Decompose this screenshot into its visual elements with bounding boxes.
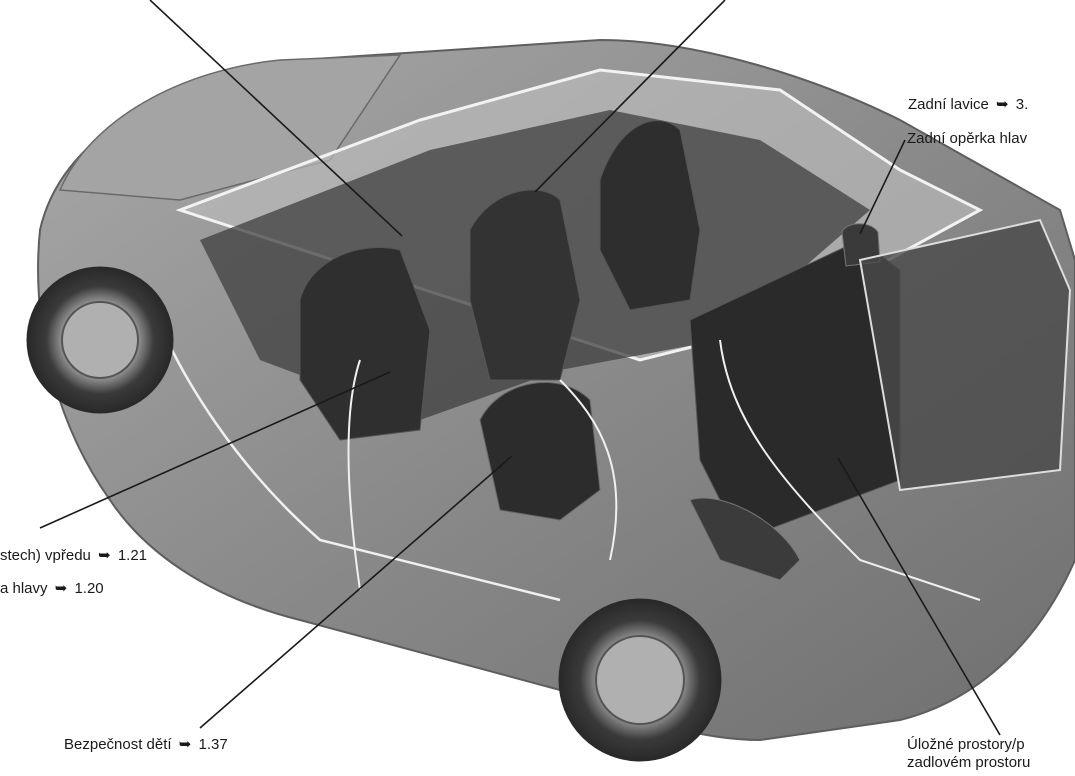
leader-steering xyxy=(149,0,403,237)
arrow-icon: ➥ xyxy=(98,547,111,564)
callout-front-headrest-text: a hlavy xyxy=(0,580,48,597)
callout-front-headrest: a hlavy ➥ 1.20 xyxy=(0,580,104,598)
callout-rear-bench-ref[interactable]: 3. xyxy=(1015,96,1029,113)
rear-bench xyxy=(599,120,701,311)
leader-storage xyxy=(837,457,1001,736)
callout-front-seats: stech) vpředu ➥ 1.21 xyxy=(0,547,147,565)
callout-front-seats-text: stech) vpředu xyxy=(0,547,91,564)
leader-center xyxy=(534,0,726,193)
arrow-icon: ➥ xyxy=(54,580,68,597)
front-seat-right xyxy=(469,189,581,381)
callout-rear-headrest-text: Zadní opěrka hlav xyxy=(907,130,1028,147)
arrow-icon: ➥ xyxy=(178,736,192,753)
leader-rear-headrest xyxy=(859,139,906,235)
callout-rear-headrest: Zadní opěrka hlav xyxy=(907,130,1027,148)
callout-storage-line2: zadlovém prostoru xyxy=(907,754,1031,771)
callout-rear-bench: Zadní lavice ➥ 3. xyxy=(908,96,1028,114)
child-seat xyxy=(479,382,601,521)
callout-front-headrest-ref[interactable]: 1.20 xyxy=(74,580,104,597)
front-seat xyxy=(299,246,431,441)
callout-lines xyxy=(39,0,1001,736)
leader-front-seat xyxy=(39,371,391,529)
car-body xyxy=(26,38,1075,762)
callout-storage: Úložné prostory/p zadlovém prostoru xyxy=(907,736,1030,772)
callout-child-safety-ref[interactable]: 1.37 xyxy=(198,736,228,753)
callout-child-safety-text: Bezpečnost dětí xyxy=(64,736,172,753)
taillight xyxy=(689,497,801,581)
arrow-icon: ➥ xyxy=(996,96,1009,113)
callout-rear-bench-text: Zadní lavice xyxy=(908,96,989,113)
leader-child-safety xyxy=(199,455,513,729)
callout-child-safety: Bezpečnost dětí ➥ 1.37 xyxy=(64,736,228,754)
callout-front-seats-ref[interactable]: 1.21 xyxy=(117,547,148,564)
callout-storage-line1: Úložné prostory/p xyxy=(907,736,1025,753)
trunk xyxy=(858,218,1072,492)
